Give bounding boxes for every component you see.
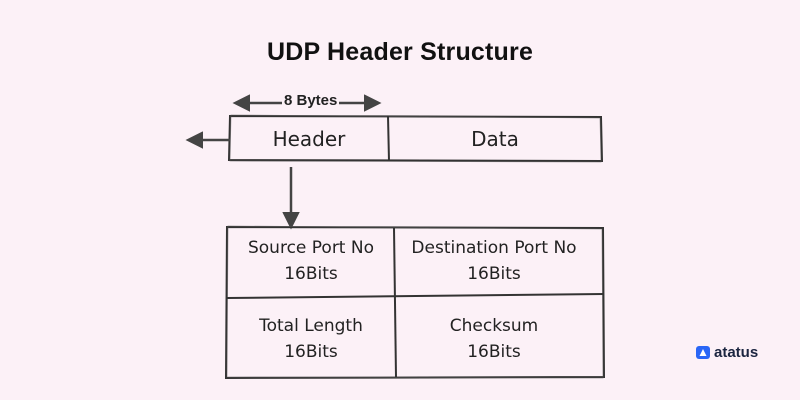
field-size: 16Bits [284,264,338,284]
field-source-port: Source Port No 16Bits [228,235,394,287]
field-destination-port: Destination Port No 16Bits [396,235,592,287]
field-name: Total Length [259,316,363,336]
table-col-divider [393,227,397,378]
segment-divider [387,115,390,162]
header-label: Header [272,127,346,151]
field-total-length: Total Length 16Bits [228,313,394,365]
field-size: 16Bits [467,342,521,362]
field-size: 16Bits [467,264,521,284]
header-fields-table [224,225,606,380]
field-name: Destination Port No [411,238,577,258]
brand-logo: atatus [696,344,758,361]
field-checksum: Checksum 16Bits [396,313,592,365]
brand-name: atatus [714,344,759,361]
field-name: Source Port No [247,238,374,258]
atatus-logo-icon [696,346,710,359]
field-size: 16Bits [284,342,338,362]
diagram-title: UDP Header Structure [266,38,534,66]
udp-segment-box [227,114,604,163]
bytes-size-label: 8 Bytes [282,92,340,109]
table-row-divider [226,293,605,299]
field-name: Checksum [449,316,539,336]
data-label: Data [471,127,519,151]
